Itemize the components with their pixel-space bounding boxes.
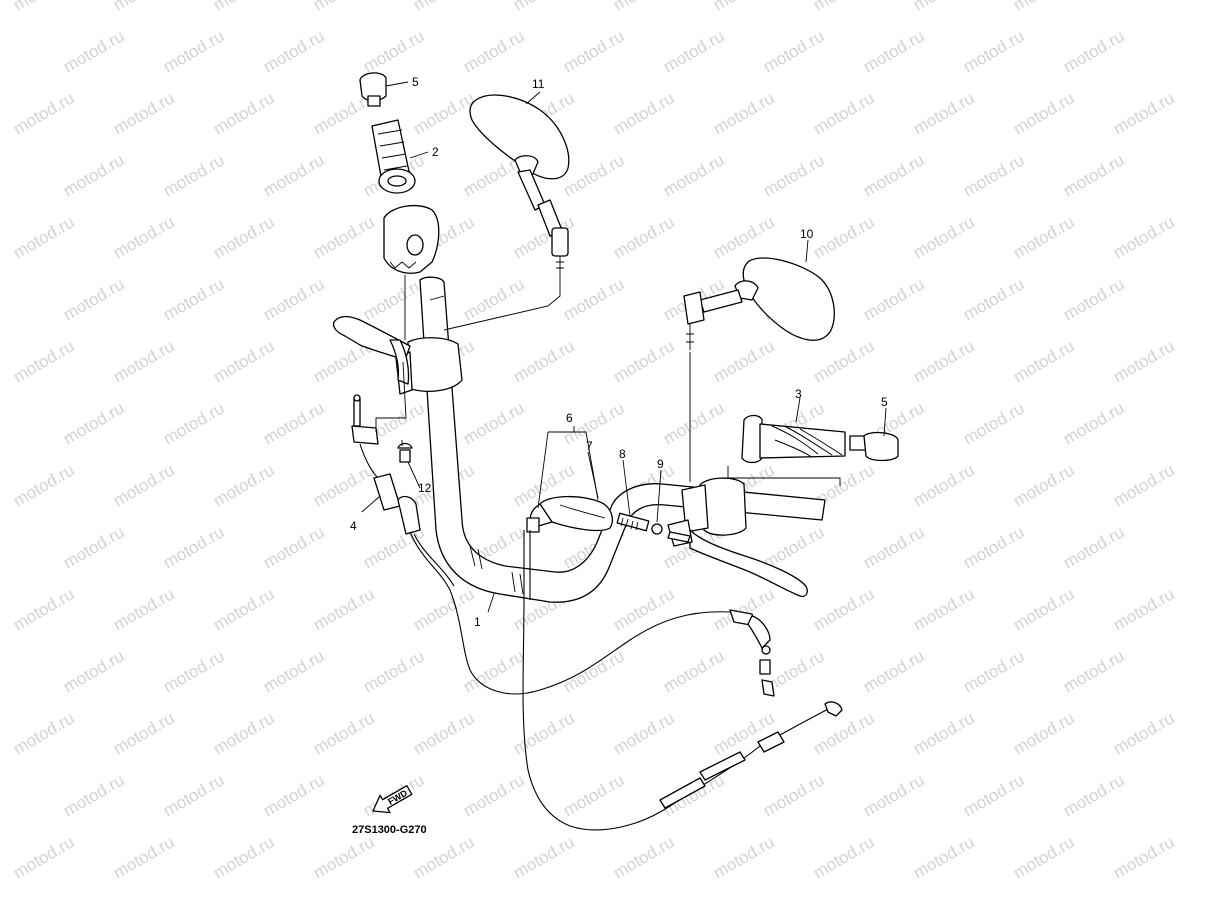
callout-12: 12 [418, 481, 432, 495]
cable-adjuster [616, 512, 691, 543]
callout-4: 4 [350, 519, 357, 533]
callout-11: 11 [532, 77, 545, 91]
callout-1: 1 [474, 615, 481, 629]
callout-labels: 1 2 3 4 5 5 6 7 8 9 10 11 12 [350, 75, 888, 629]
right-grip [741, 414, 846, 464]
right-mirror [683, 257, 835, 350]
throttle-cable-housing [526, 495, 613, 533]
left-grip [371, 119, 416, 194]
callout-9: 9 [657, 457, 664, 471]
throttle-cable [522, 530, 843, 831]
callout-3: 3 [795, 387, 802, 401]
callout-8: 8 [619, 447, 626, 461]
bar-end-weight-right [849, 431, 899, 462]
clutch-cable-bracket [351, 394, 413, 463]
diagram-code: 27S1300-G270 [352, 824, 427, 836]
callout-5-lower: 5 [881, 395, 888, 409]
left-mirror [469, 94, 570, 272]
callout-6: 6 [566, 411, 573, 425]
handlebar [419, 276, 826, 603]
callout-10: 10 [800, 227, 814, 241]
left-switch-assembly [383, 204, 440, 274]
clutch-cable [359, 443, 775, 697]
callout-2: 2 [432, 145, 439, 159]
clutch-lever [332, 315, 411, 385]
callout-5-upper: 5 [412, 75, 419, 89]
fwd-arrow-icon: FWD [372, 785, 413, 814]
callout-7: 7 [586, 439, 593, 453]
bar-end-weight-left [359, 72, 387, 107]
leader-lines [361, 81, 887, 613]
